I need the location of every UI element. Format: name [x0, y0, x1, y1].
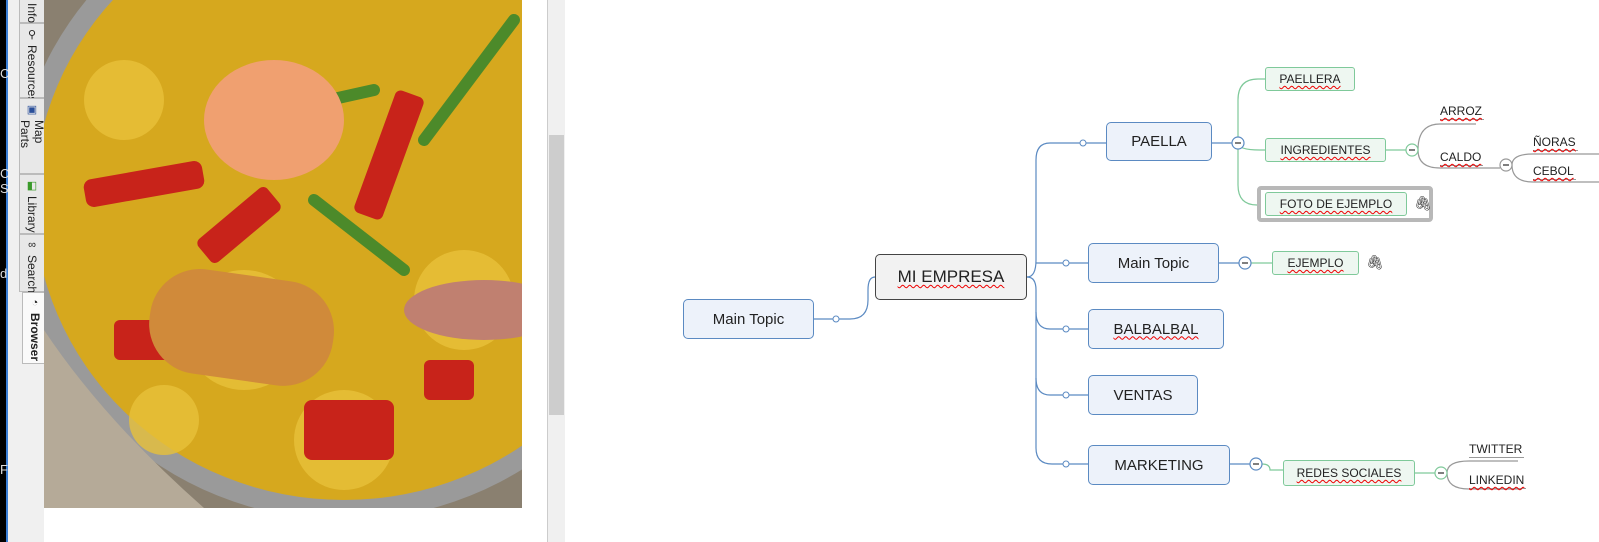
leaf-caldo[interactable]: CALDO — [1440, 150, 1484, 166]
tab-map-parts[interactable]: ▣ Map Parts — [18, 98, 46, 174]
node-label: FOTO DE EJEMPLO — [1279, 197, 1393, 211]
subtopic-foto-de-ejemplo[interactable]: FOTO DE EJEMPLO — [1265, 192, 1407, 216]
node-label: Main Topic — [1117, 254, 1190, 272]
selection-frame[interactable] — [1257, 186, 1433, 222]
node-label: VENTAS — [1113, 386, 1173, 404]
node-label: REDES SOCIALES — [1296, 466, 1402, 480]
tab-search[interactable]: ∞ Search — [19, 234, 44, 294]
leaf-twitter[interactable]: TWITTER — [1469, 442, 1525, 458]
leaf-arroz[interactable]: ARROZ — [1440, 104, 1484, 120]
person-icon: ⚲ — [27, 29, 37, 41]
subtopic-ejemplo[interactable]: EJEMPLO — [1272, 251, 1359, 275]
leaf-noras[interactable]: ÑORAS — [1533, 135, 1578, 151]
topic-ventas[interactable]: VENTAS — [1088, 375, 1198, 415]
tab-label: Library — [25, 196, 39, 233]
tab-resources[interactable]: ⚲ Resources — [19, 23, 44, 102]
leaf-cebol[interactable]: CEBOL — [1533, 164, 1576, 180]
tab-label: Resources — [25, 45, 39, 103]
node-label: Main Topic — [712, 310, 785, 328]
subtopic-redes-sociales[interactable]: REDES SOCIALES — [1283, 460, 1415, 486]
side-tab-bar: Info ⚲ Resources ▣ Map Parts ◧ Library ∞ Sea… — [8, 0, 47, 542]
topic-balbalbal[interactable]: BALBALBAL — [1088, 309, 1224, 349]
node-label: MARKETING — [1114, 456, 1204, 474]
leaf-label: ARROZ — [1440, 104, 1482, 118]
tab-label: Search — [25, 255, 39, 294]
left-main-topic-node[interactable]: Main Topic — [683, 299, 814, 339]
strip-text: C — [0, 66, 10, 81]
tab-info[interactable]: Info — [19, 0, 44, 23]
leaf-label: CALDO — [1440, 150, 1482, 164]
attachment-icon[interactable]: 🖇 — [1366, 254, 1384, 270]
topic-paella[interactable]: PAELLA — [1106, 122, 1212, 161]
library-icon: ◧ — [26, 180, 38, 192]
strip-text: d — [0, 266, 8, 281]
tab-label: Info — [25, 3, 39, 24]
subtopic-ingredientes[interactable]: INGREDIENTES — [1265, 138, 1386, 162]
tab-library[interactable]: ◧ Library — [19, 174, 44, 234]
node-label: INGREDIENTES — [1280, 143, 1371, 157]
browser-icon: ◔ — [31, 297, 39, 309]
strip-text: F — [0, 462, 8, 477]
topic-marketing[interactable]: MARKETING — [1088, 445, 1230, 485]
binoculars-icon: ∞ — [28, 239, 36, 251]
tab-browser[interactable]: ◔ Browser — [22, 292, 47, 364]
scrollbar-thumb[interactable] — [549, 135, 564, 415]
leaf-label: CEBOL — [1533, 164, 1574, 178]
subtopic-paellera[interactable]: PAELLERA — [1265, 67, 1355, 91]
tab-label: Browser — [28, 313, 42, 362]
strip-text: S — [0, 181, 9, 196]
leaf-linkedin[interactable]: LINKEDIN — [1469, 473, 1527, 489]
paella-photo — [44, 0, 522, 508]
leaf-label: ÑORAS — [1533, 135, 1576, 149]
node-label: PAELLERA — [1279, 72, 1341, 86]
node-label: MI EMPRESA — [897, 267, 1005, 286]
tab-label: Map Parts — [18, 120, 46, 149]
leaf-label: TWITTER — [1469, 442, 1523, 456]
topic-main-topic[interactable]: Main Topic — [1088, 243, 1219, 283]
node-label: BALBALBAL — [1113, 320, 1199, 338]
map-parts-icon: ▣ — [26, 104, 38, 116]
panel-margin — [522, 0, 548, 542]
node-label: EJEMPLO — [1287, 256, 1344, 270]
central-topic-node[interactable]: MI EMPRESA — [875, 254, 1027, 300]
attachment-icon[interactable]: 🖇 — [1414, 195, 1432, 211]
node-label: PAELLA — [1131, 133, 1187, 150]
leaf-label: LINKEDIN — [1469, 473, 1525, 487]
